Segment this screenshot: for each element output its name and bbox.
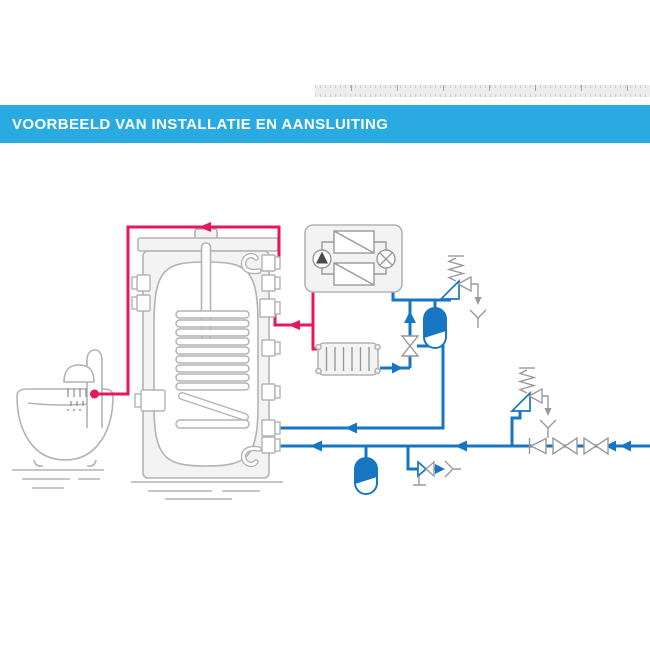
flow-arrow-left: [605, 440, 616, 452]
heating-coil: [175, 310, 250, 429]
tank-internal-elbow-bottom: [240, 445, 262, 468]
radiator-body: [317, 342, 379, 376]
hot-water-storage-tank: [137, 228, 279, 479]
shower-water-dot: [73, 409, 75, 411]
heating-element-flange: [140, 389, 166, 412]
shower-water-dot: [79, 409, 81, 411]
header-bar: VOORBEELD VAN INSTALLATIE EN AANSLUITING: [0, 105, 650, 143]
tank-internal-elbow-top: [240, 252, 262, 275]
tundish-drain-icon: [539, 419, 557, 438]
flow-arrow-left: [620, 440, 631, 452]
bathtub-feet: [33, 459, 97, 467]
flow-arrow-up: [404, 311, 416, 323]
safety-valve-icon: [438, 278, 460, 300]
safety-valve-icon: [509, 390, 531, 412]
bathtub-with-shower: [16, 349, 114, 467]
safety-valve-group-sanitary: [509, 367, 557, 438]
pump-triangle: [316, 251, 328, 264]
ground-lines: [12, 469, 283, 500]
flow-arrow-left: [345, 422, 357, 434]
radiator-fins: [325, 347, 370, 371]
drain-valve: [413, 460, 461, 486]
check-valve: [528, 437, 547, 455]
safety-valve-group-heating: [438, 255, 487, 328]
valve-handle: [413, 476, 426, 486]
three-way-valve: [400, 335, 420, 357]
shower-column: [86, 349, 103, 428]
spring-icon: [517, 369, 537, 394]
flow-arrow-left: [310, 440, 322, 452]
tundish-drain-icon: [444, 460, 461, 478]
ruler-strip: [315, 85, 650, 97]
flow-arrow-right: [435, 464, 445, 474]
shower-water-drops: [67, 388, 87, 406]
refrigerant-loop: [321, 241, 387, 275]
flow-arrow-left: [199, 222, 211, 232]
radiator: [315, 342, 381, 376]
shut-off-valve: [583, 436, 609, 456]
tundish-drain-icon: [469, 309, 487, 328]
heat-pump-unit: [304, 224, 403, 293]
tank-ports: [131, 254, 281, 454]
spring-icon: [446, 257, 466, 282]
flow-arrow-left: [288, 320, 300, 330]
expansion-vessel-heating: [423, 307, 447, 349]
shower-water-dot: [67, 409, 69, 411]
expansion-vessel-sanitary: [354, 457, 378, 495]
shut-off-valve: [552, 436, 578, 456]
ruler-minor-ticks-bottom: [315, 94, 650, 97]
shower-head-icon: [63, 364, 95, 383]
page-title: VOORBEELD VAN INSTALLATIE EN AANSLUITING: [12, 115, 389, 133]
ruler-major-ticks: [351, 85, 650, 91]
connection-dot: [90, 389, 99, 399]
flow-arrow-left: [455, 440, 467, 452]
flow-arrow-right: [392, 362, 403, 374]
